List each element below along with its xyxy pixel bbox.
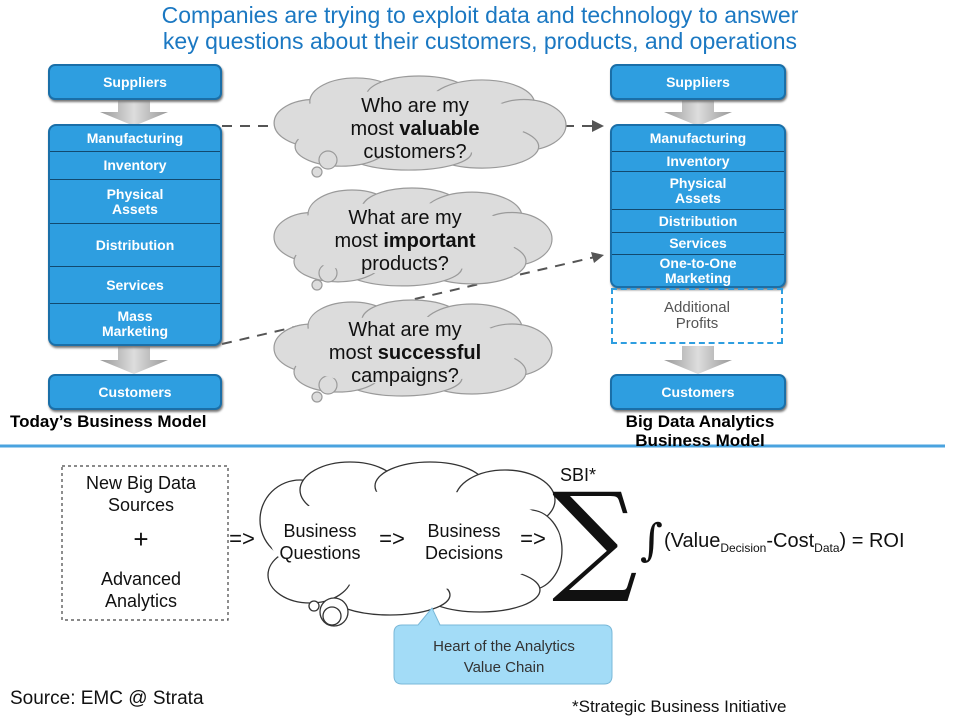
business-questions: Business Questions (279, 521, 361, 563)
source-credit: Source: EMC @ Strata (10, 688, 204, 709)
today-row: Physical Assets (50, 180, 220, 224)
arrow-2: => (379, 526, 405, 551)
bigdata-row: Physical Assets (612, 172, 784, 210)
arrow-3: => (520, 526, 546, 551)
cloud-line: customers? (363, 141, 467, 163)
today-row: Services (50, 267, 220, 304)
title-line-2: key questions about their customers, pro… (162, 28, 798, 54)
formula-value: (Value (664, 530, 721, 552)
formula-roi: ) = ROI (839, 530, 905, 552)
today-row: Mass Marketing (101, 308, 169, 339)
new-data-sources: New Big Data Sources (85, 473, 197, 515)
arrowhead (592, 120, 604, 132)
advanced-analytics: Advanced Analytics (100, 569, 182, 611)
bigdata-row: Services (612, 233, 784, 255)
bigdata-customers: Customers (610, 374, 786, 410)
cloud-emphasis: successful (377, 342, 482, 364)
cloud-emphasis: important (383, 230, 476, 252)
cloud-text: most (350, 118, 400, 140)
roi-formula: (ValueDecision-CostData) = ROI (664, 530, 905, 555)
thought-bubbles (308, 597, 349, 627)
bigdata-row: Distribution (612, 210, 784, 233)
callout-text: Heart of the Analytics Value Chain (433, 638, 575, 676)
cloud-emphasis: valuable (399, 118, 480, 140)
today-row: Distribution (50, 224, 220, 267)
plus-sign: + (133, 524, 149, 554)
additional-profits: Additional Profits (611, 288, 783, 344)
down-arrow (100, 98, 732, 374)
integral-symbol: ∫ (640, 515, 663, 566)
bigdata-suppliers: Suppliers (610, 64, 786, 100)
formula-sub-data: Data (814, 541, 840, 555)
title-line-1: Companies are trying to exploit data and… (161, 2, 799, 28)
arrowhead (591, 252, 604, 263)
cloud-line: most valuable (300, 118, 530, 141)
bigdata-row: Manufacturing (612, 126, 784, 152)
cloud-line: Who are my (361, 95, 469, 117)
bigdata-stack: Manufacturing Inventory Physical Assets … (610, 124, 786, 288)
cloud-line: campaigns? (351, 365, 459, 387)
cloud-text: most (334, 230, 384, 252)
footnote: *Strategic Business Initiative (572, 697, 787, 716)
cloud-line: most important (290, 230, 520, 253)
cloud-text: most (328, 342, 378, 364)
arrow-1: => (229, 526, 255, 551)
today-row: Manufacturing (50, 126, 220, 152)
cloud-line: products? (361, 253, 449, 275)
formula-cost: -Cost (766, 530, 815, 552)
sbi-label: SBI* (560, 465, 597, 485)
today-customers: Customers (48, 374, 222, 410)
cloud-line: What are my (348, 319, 462, 341)
today-row: Inventory (50, 152, 220, 180)
bigdata-label: Big Data Analytics Business Model (625, 412, 775, 450)
business-decisions: Business Decisions (424, 521, 504, 563)
today-label: Today’s Business Model (10, 412, 207, 431)
bigdata-row: Inventory (612, 152, 784, 172)
cloud-line: What are my (348, 207, 462, 229)
today-suppliers: Suppliers (48, 64, 222, 100)
today-stack: Manufacturing Inventory Physical Assets … (48, 124, 222, 346)
sigma-symbol: ∑ (552, 468, 638, 607)
cloud-line: most successful (290, 342, 520, 365)
bigdata-row: One-to-One Marketing (659, 254, 737, 286)
callout-shape (393, 607, 613, 685)
sources-box (61, 465, 229, 621)
formula-sub-decision: Decision (720, 541, 767, 555)
